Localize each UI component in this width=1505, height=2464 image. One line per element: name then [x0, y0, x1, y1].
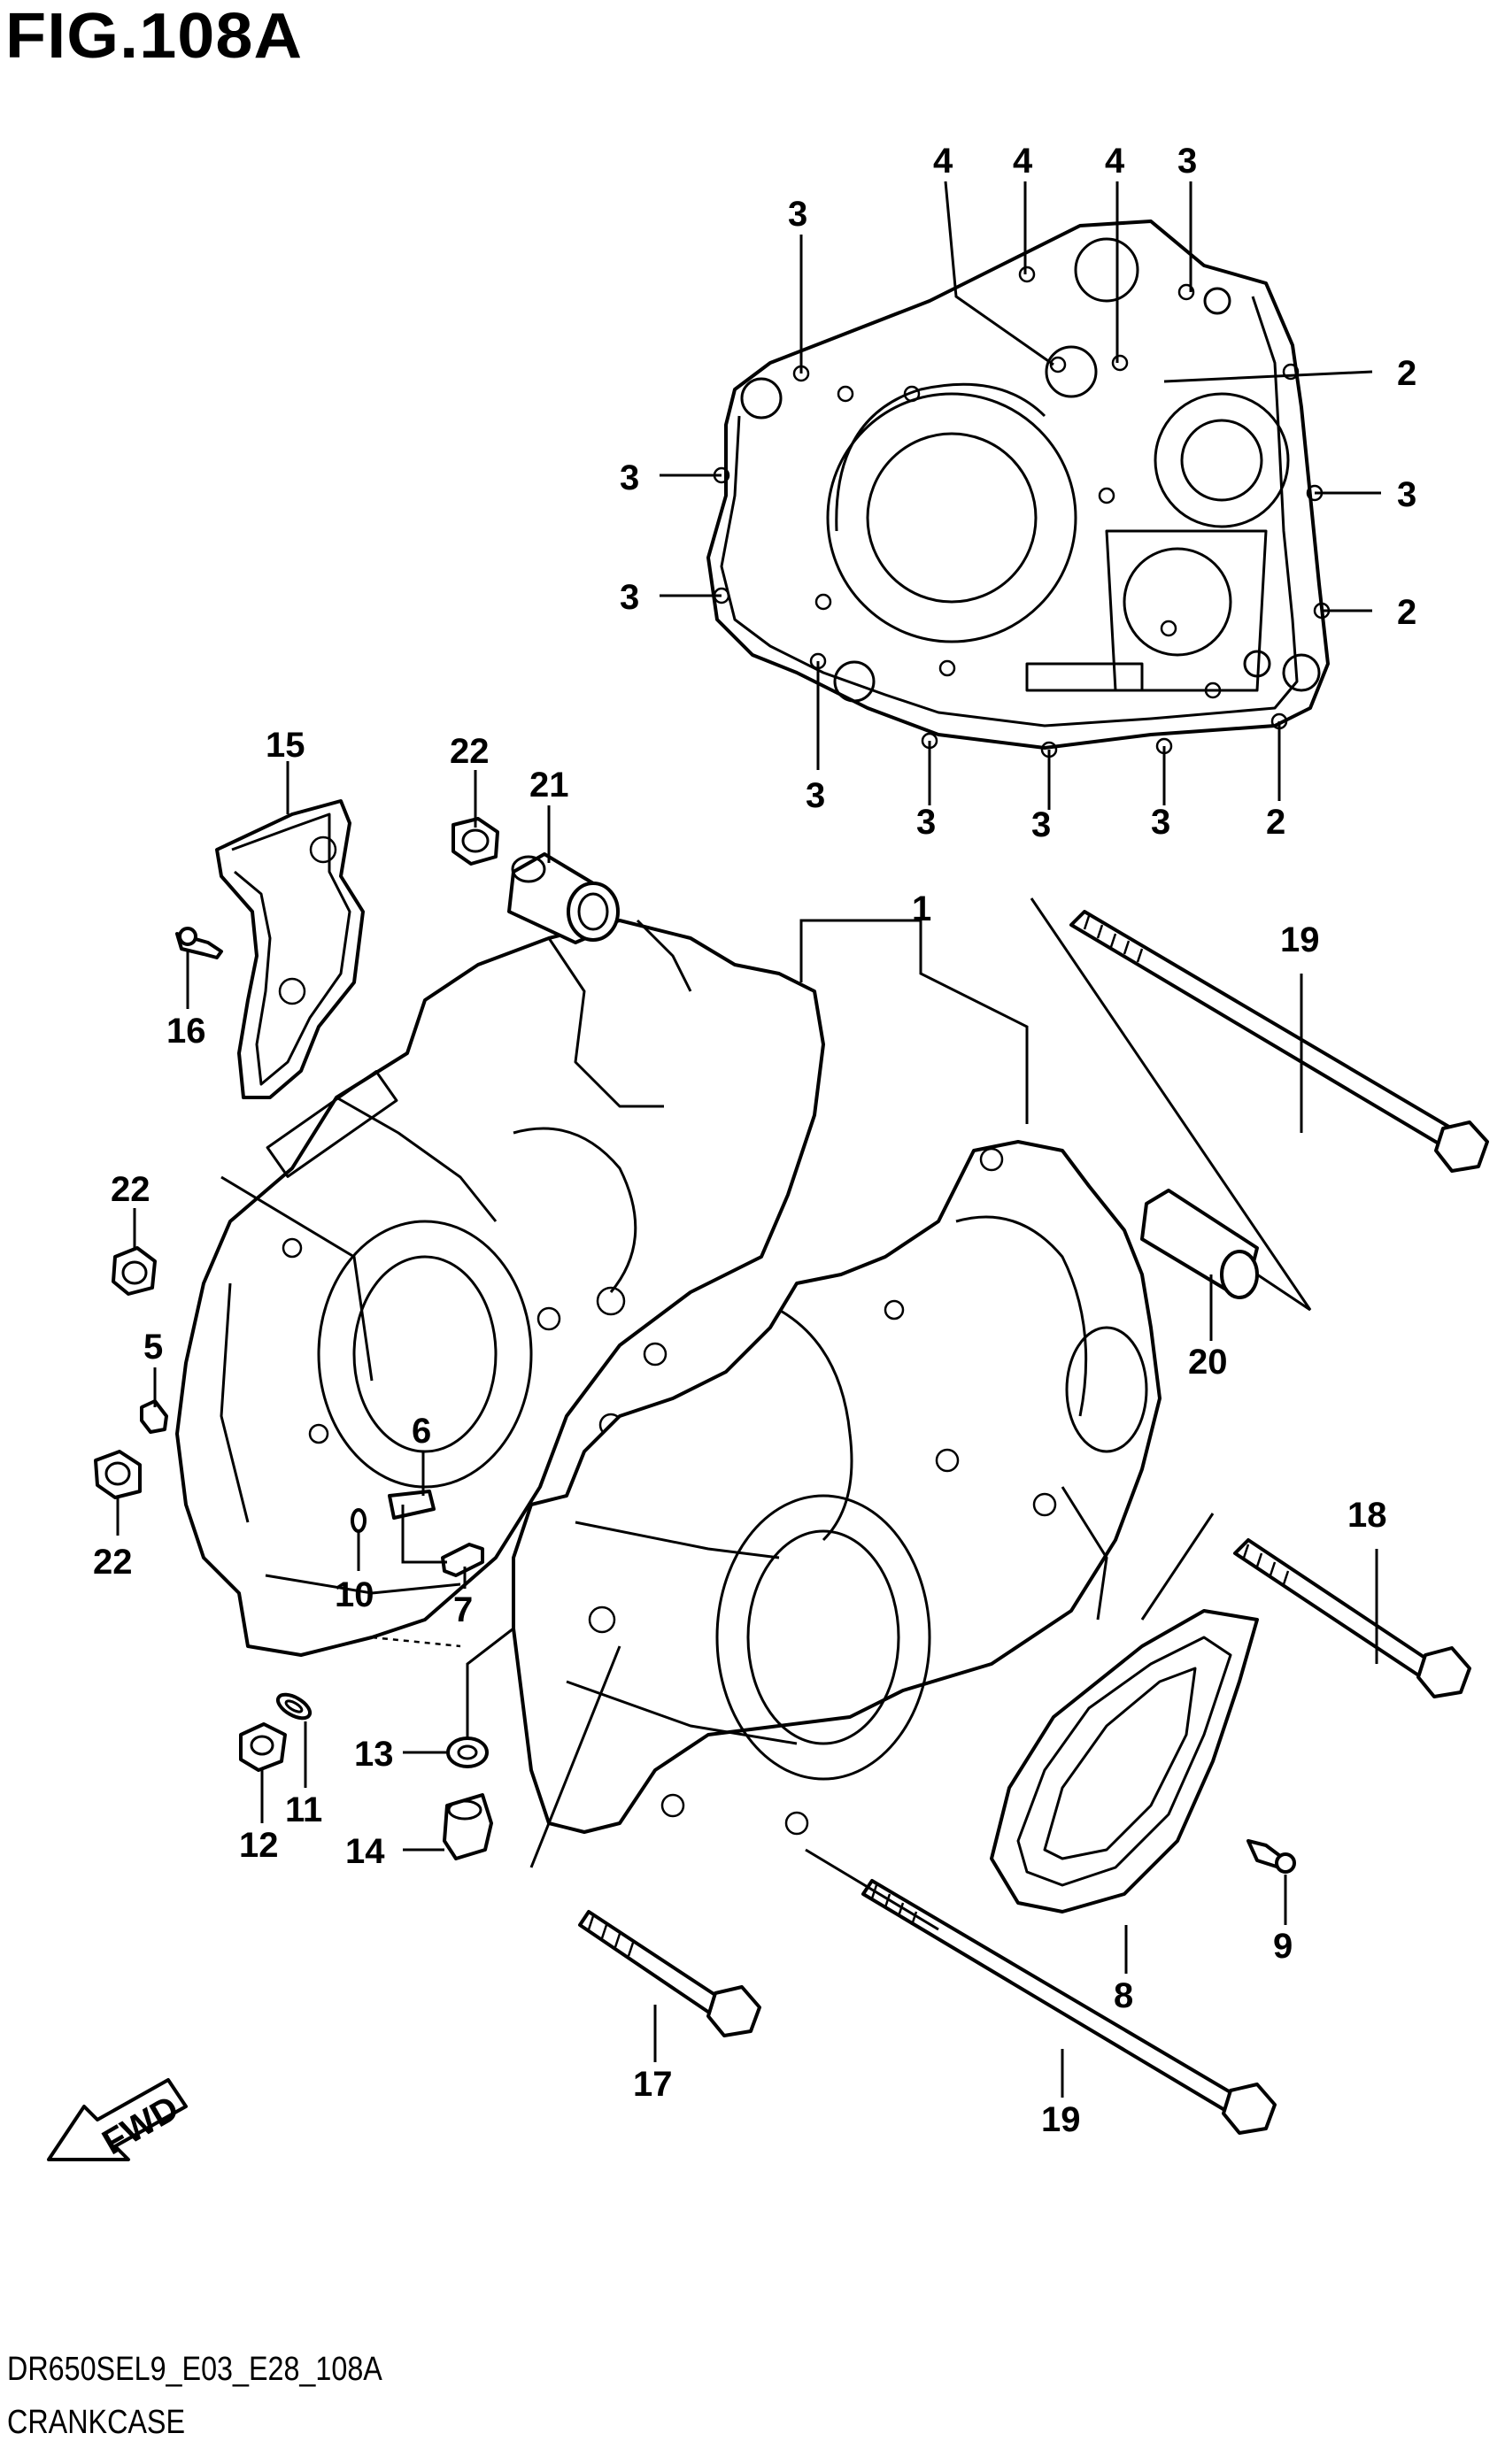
callout-3-c: 3 — [620, 578, 639, 617]
callout-11: 11 — [285, 1790, 322, 1829]
callout-18: 18 — [1347, 1496, 1387, 1535]
part-18-bolt — [1233, 1538, 1471, 1698]
callout-6: 6 — [412, 1412, 431, 1451]
part-7-bolt — [441, 1543, 484, 1577]
callout-1: 1 — [912, 889, 931, 928]
callout-20: 20 — [1188, 1343, 1228, 1382]
callout-2-a: 2 — [1397, 354, 1416, 393]
part-19-bolt-bottom — [861, 1879, 1277, 2135]
part-11-gasket — [275, 1692, 313, 1721]
diagram-subtitle: CRANKCASE — [7, 2404, 186, 2441]
part-15-bracket — [215, 799, 365, 1099]
part-19-bolt-top — [1069, 910, 1489, 1173]
callout-8: 8 — [1114, 1976, 1133, 2015]
callout-3-b: 3 — [620, 458, 639, 497]
part-12-drain-plug — [239, 1722, 287, 1772]
callout-15: 15 — [266, 726, 305, 765]
part-14-plug — [443, 1793, 493, 1860]
callout-3-g: 3 — [1151, 803, 1170, 842]
callout-2-c: 2 — [1266, 803, 1285, 842]
part-9-screw — [1246, 1839, 1296, 1874]
callout-9: 9 — [1273, 1927, 1293, 1966]
callout-14: 14 — [345, 1832, 385, 1871]
part-21-dowel — [507, 852, 620, 944]
part-22-nut-top — [452, 817, 499, 866]
fwd-arrow: FWD — [47, 2078, 188, 2162]
part-22-nut-low — [94, 1450, 142, 1499]
crankcase-gasket — [706, 219, 1331, 758]
callout-19-a: 19 — [1280, 920, 1320, 959]
crankcase-assembly — [175, 919, 1162, 1836]
callout-3-e: 3 — [916, 803, 936, 842]
callout-3-f: 3 — [1031, 805, 1051, 844]
callout-19-b: 19 — [1041, 2100, 1081, 2139]
leader-lines — [116, 181, 1381, 2098]
figure-title: FIG.108A — [5, 1, 304, 72]
part-10-oring — [351, 1508, 367, 1533]
part-16-bolt — [175, 927, 223, 959]
callout-10: 10 — [335, 1575, 374, 1614]
part-8-seal-plate — [990, 1609, 1259, 1913]
callout-21: 21 — [529, 766, 569, 805]
callout-3-h: 3 — [1397, 475, 1416, 514]
callout-22-b: 22 — [111, 1170, 150, 1209]
callout-3-a: 3 — [788, 195, 807, 234]
part-13-washer — [446, 1736, 489, 1768]
callout-22-a: 22 — [450, 732, 490, 771]
callout-4-b: 4 — [1013, 142, 1033, 181]
callout-7: 7 — [453, 1590, 473, 1629]
part-17-bolt — [578, 1910, 761, 2037]
callout-13: 13 — [354, 1735, 394, 1774]
part-22-nut-mid — [112, 1246, 157, 1296]
part-20-dowel — [1140, 1189, 1259, 1299]
callout-5: 5 — [143, 1328, 163, 1367]
callout-3-d: 3 — [806, 776, 825, 815]
callout-12: 12 — [239, 1826, 279, 1865]
callout-2-b: 2 — [1397, 593, 1416, 632]
callout-22-c: 22 — [93, 1543, 133, 1582]
callout-labels: 1 2 2 2 3 3 3 3 3 3 3 3 3 3 4 4 4 5 6 7 … — [93, 142, 1416, 2139]
callout-3-i: 3 — [1177, 142, 1197, 181]
model-code: DR650SEL9_E03_E28_108A — [7, 2351, 382, 2388]
callout-4-a: 4 — [933, 142, 953, 181]
callout-17: 17 — [633, 2065, 673, 2104]
callout-4-c: 4 — [1105, 142, 1125, 181]
part-6-pin — [388, 1490, 436, 1520]
callout-16: 16 — [166, 1012, 206, 1051]
